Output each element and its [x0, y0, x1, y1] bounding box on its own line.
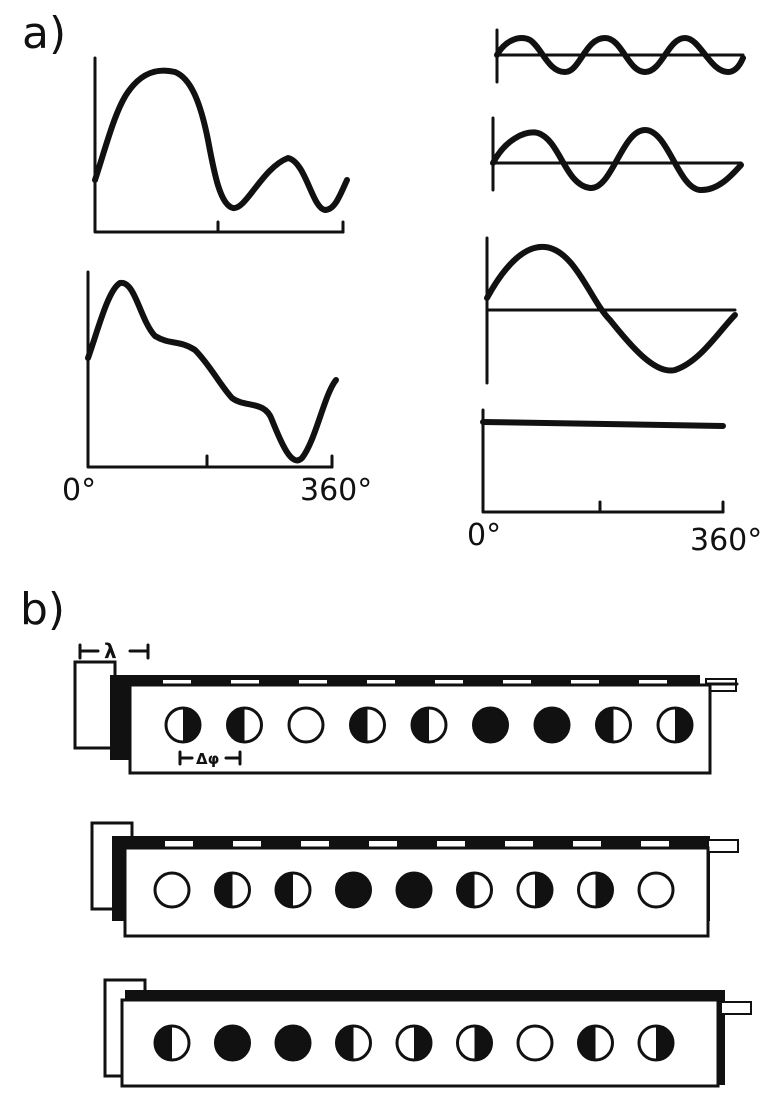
circle-full: [533, 706, 571, 744]
row-back-plate: [73, 660, 117, 750]
circle-half-right: [595, 873, 613, 907]
dphi-marker: Δφ: [178, 750, 242, 768]
left-bottom-axes: [86, 270, 334, 469]
circle-outline: [153, 871, 191, 909]
circle-half-right: [535, 873, 552, 907]
circle-half-left: [412, 708, 429, 742]
circle-half-right: [656, 1026, 673, 1060]
lambda-marker: λ: [78, 639, 150, 663]
left-axis-start-label: 0°: [62, 473, 96, 508]
circle-full: [274, 1024, 312, 1062]
phase-circle-half-left: [577, 1024, 614, 1062]
phase-circle-half-left: [349, 706, 386, 744]
grating-row-3: [103, 978, 752, 1088]
phase-circle-empty: [153, 871, 191, 909]
phase-circle-full: [472, 706, 509, 744]
phase-circle-full: [533, 706, 571, 744]
left-top-axes: [93, 56, 345, 234]
phase-circle-empty: [516, 1024, 554, 1062]
phase-circle-half-right: [164, 706, 202, 744]
circle-half-right: [474, 1026, 492, 1060]
left-top-plot: [92, 56, 350, 234]
phase-circle-half-left: [274, 871, 312, 909]
circle-half-left: [578, 1026, 596, 1060]
circle-half-left: [350, 708, 368, 742]
circle-full: [335, 871, 372, 909]
harmonic2-wave: [490, 127, 744, 193]
dc-level-line: [480, 419, 726, 429]
phase-circle-half-left: [153, 1024, 191, 1062]
band-window: [707, 839, 739, 853]
phase-circle-half-left: [214, 871, 251, 909]
circle-half-right: [675, 708, 692, 742]
circle-outline: [637, 871, 675, 909]
phase-circle-half-right: [656, 706, 694, 744]
lambda-label: λ: [104, 639, 117, 663]
circle-half-right: [414, 1026, 431, 1060]
phase-circle-half-right: [637, 1024, 675, 1062]
grating-row-2: [90, 821, 739, 938]
phase-circle-full: [395, 871, 433, 909]
right-harmonics: 0° 360°: [467, 28, 762, 558]
phase-circle-half-left: [595, 706, 632, 744]
phase-circle-half-left: [456, 871, 493, 909]
circle-half-right: [183, 708, 200, 742]
left-bottom-waveform: [85, 280, 339, 464]
phase-circle-full: [214, 1024, 251, 1062]
panel-b-label: b): [20, 584, 65, 635]
grating-rows: [73, 660, 752, 1088]
circle-half-left: [276, 873, 293, 907]
harmonic3-wave: [494, 35, 746, 75]
phase-circle-half-left: [410, 706, 448, 744]
left-top-waveform: [92, 67, 350, 213]
panel-a-label: a): [22, 8, 66, 59]
circle-full: [472, 706, 509, 744]
phase-circle-half-right: [456, 1024, 493, 1062]
circle-half-left: [457, 873, 475, 907]
left-bottom-plot: 0° 360°: [62, 270, 372, 508]
right-axis-start-label: 0°: [467, 518, 501, 553]
circle-half-left: [227, 708, 245, 742]
circle-half-left: [596, 708, 614, 742]
phase-circle-half-right: [577, 871, 614, 909]
dc-axes: [481, 408, 725, 514]
circle-outline: [516, 1024, 554, 1062]
circle-outline: [287, 706, 325, 744]
phase-circle-empty: [287, 706, 325, 744]
circle-full: [214, 1024, 251, 1062]
circle-full: [395, 871, 433, 909]
phase-circle-half-left: [226, 706, 263, 744]
phase-circle-half-right: [516, 871, 554, 909]
right-axis-end-label: 360°: [690, 523, 762, 558]
grating-row-1: [73, 660, 737, 775]
band-window: [720, 1001, 752, 1015]
circle-half-left: [336, 1026, 354, 1060]
dphi-label: Δφ: [196, 750, 219, 768]
circle-half-left: [215, 873, 233, 907]
phase-circle-full: [335, 871, 372, 909]
circle-half-left: [155, 1026, 172, 1060]
phase-circle-half-left: [335, 1024, 372, 1062]
phase-circle-empty: [637, 871, 675, 909]
phase-circle-full: [274, 1024, 312, 1062]
harmonic1-wave: [484, 243, 738, 374]
phase-circle-half-right: [395, 1024, 433, 1062]
left-axis-end-label: 360°: [300, 473, 372, 508]
